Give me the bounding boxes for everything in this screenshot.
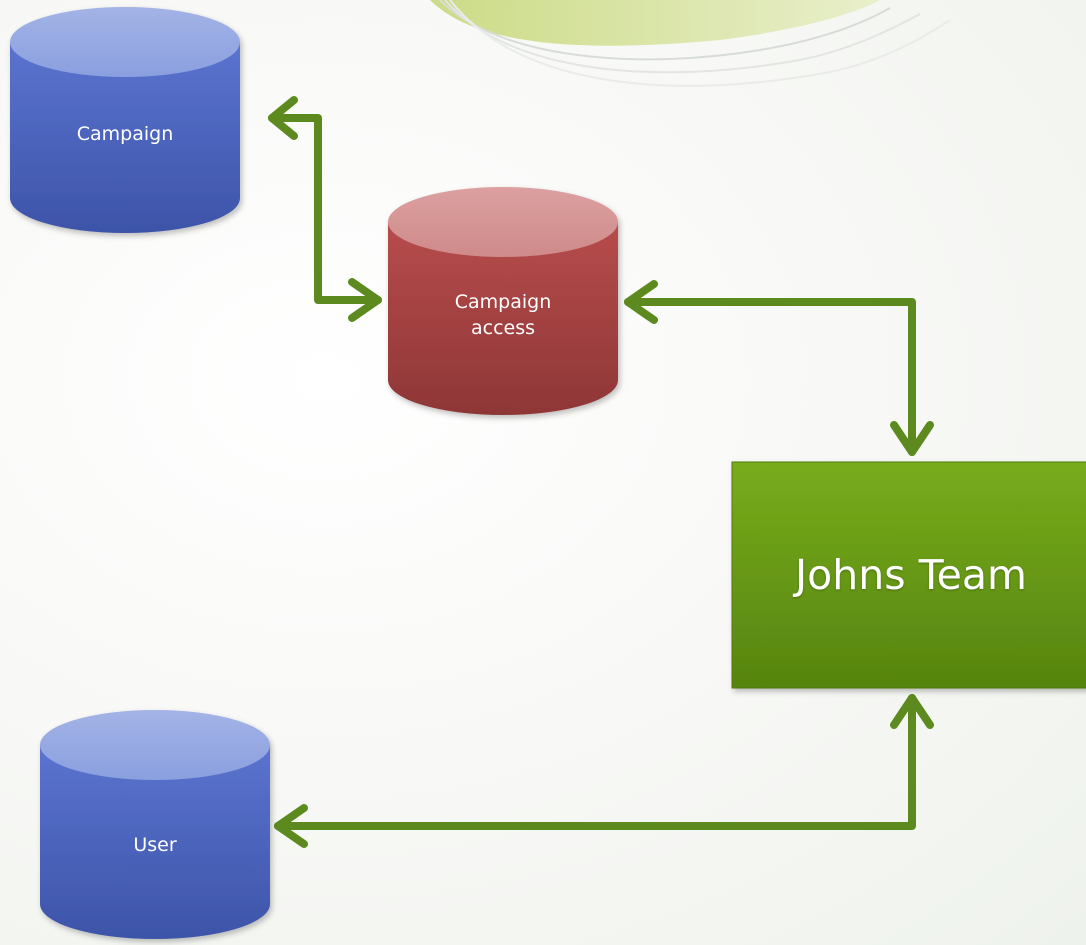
user-database-node[interactable] — [40, 710, 270, 939]
connector-campaign-access — [268, 96, 382, 322]
johns-team-box-node[interactable] — [731, 461, 1086, 689]
johns-team-label: Johns Team — [795, 551, 1027, 599]
campaign-label: Campaign — [76, 123, 174, 145]
background-swoosh — [430, 0, 951, 87]
user-label: User — [133, 834, 177, 856]
campaign-database-node[interactable] — [10, 7, 240, 233]
campaign-access-database-node[interactable] — [388, 187, 618, 415]
connector-team-user — [274, 694, 934, 848]
connector-access-team — [624, 280, 934, 456]
campaign-access-label: Campaign access — [454, 291, 552, 339]
